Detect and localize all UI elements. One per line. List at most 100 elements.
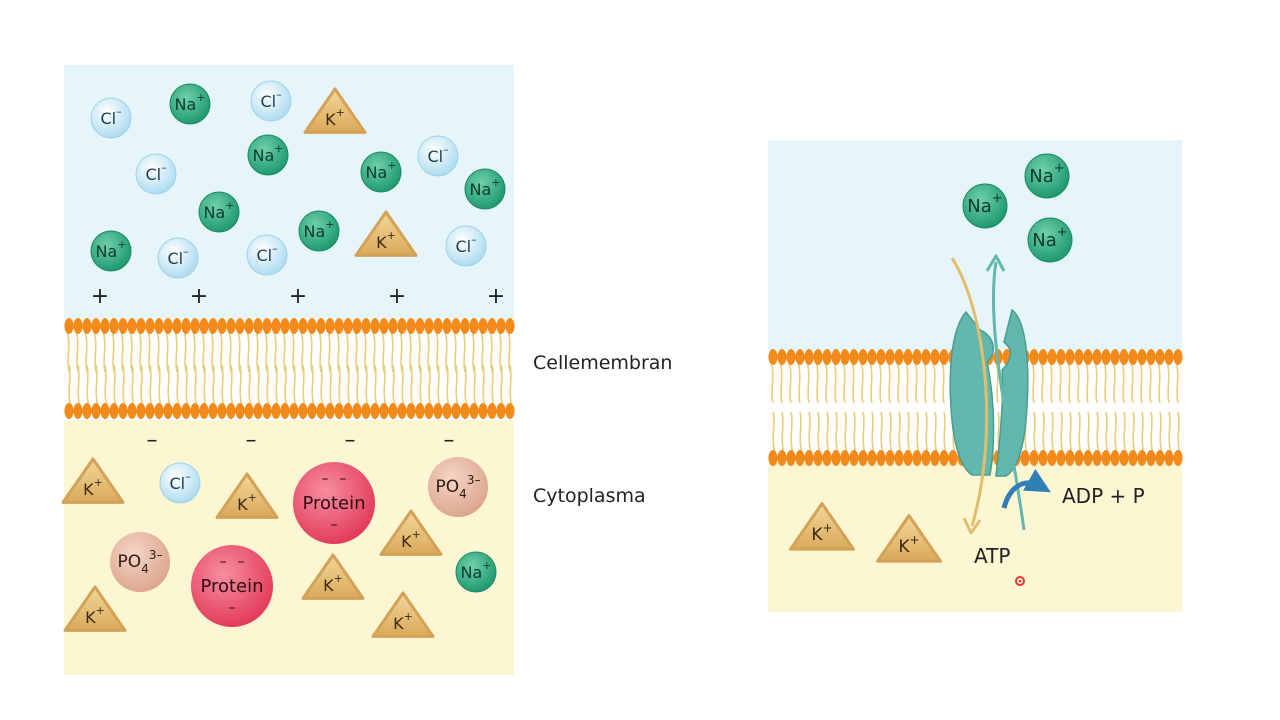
lipid-head [1146,349,1156,365]
lipid-head [415,318,425,334]
lipid-tail [923,362,927,404]
chloride-ion-label: Cl– [145,161,166,184]
lipid-tail [862,411,866,453]
lipid-head [100,318,110,334]
lipid-tail [1148,362,1152,404]
atp-label: ATP [974,544,1010,568]
right-panel: Na+Na+Na+K+K+ ADP + P ATP [768,140,1183,612]
lipid-tail [898,411,902,453]
sodium-ion-label: Na+ [175,91,206,114]
lipid-tail [95,364,99,406]
lipid-tail [203,364,207,406]
potassium-ion [301,553,365,600]
lipid-head [109,403,119,419]
lipid-tail [374,364,378,406]
lipid-head [948,450,958,466]
lipid-tail [808,411,812,453]
negative-charge: – [444,428,455,453]
protein-charge: – [238,554,245,570]
left-panel: Cl–Na+Cl–K+Cl–Na+Na+Cl–Na+Na+Na+K+Na+Cl–… [61,65,515,675]
lipid-tail [149,364,153,406]
lipid-head [921,450,931,466]
potassium-ion [354,210,418,257]
sodium-ion-label: Na+ [204,199,235,222]
sodium-ion [1024,153,1070,199]
lipid-tail [1141,411,1145,453]
lipid-tail [318,331,322,373]
lipid-head [73,318,83,334]
lipid-tail [282,331,286,373]
lipid-tail [176,364,180,406]
lipid-head [226,318,236,334]
lipid-head [406,403,416,419]
potassium-ion-label: K+ [811,521,832,545]
lipid-tail [482,364,486,406]
lipid-head [397,318,407,334]
lipid-head [451,318,461,334]
lipid-head [1074,349,1084,365]
sodium-ion-label: Na+ [461,559,492,582]
lipid-head [154,318,164,334]
lipid-tail [824,362,828,404]
lipid-tail [228,331,232,373]
lipid-head [379,403,389,419]
potassium-ion [789,502,855,551]
protein-charge: – [340,471,347,487]
lipid-tail [1112,362,1116,404]
lipid-head [1119,450,1129,466]
lipid-head [163,403,173,419]
lipid-tail [239,364,243,406]
lipid-head [307,403,317,419]
lipid-head [831,450,841,466]
lipid-head [858,349,868,365]
lipid-head [1155,450,1165,466]
lipid-tail [1139,362,1143,404]
chloride-ion [157,237,199,279]
lipid-tail [1076,362,1080,404]
lipid-tail [1177,411,1181,453]
lipid-tail [300,331,304,373]
lipid-head [334,318,344,334]
lipid-tail [66,331,70,373]
lipid-head [831,349,841,365]
chloride-ion-label: Cl– [169,470,190,493]
lipid-head [768,450,778,466]
lipid-tail [365,364,369,406]
lipid-tail [408,331,412,373]
lipid-tail [916,411,920,453]
chloride-ion [135,153,177,195]
lipid-head [100,403,110,419]
lipid-head [172,318,182,334]
lipid-tail [401,364,405,406]
lipid-head [1155,349,1165,365]
lipid-head [1164,450,1174,466]
lipid-head [1047,450,1057,466]
lipid-head [82,403,92,419]
lipid-head [813,349,823,365]
lipid-tail [869,362,873,404]
lipid-tail [500,364,504,406]
lipid-head [1164,349,1174,365]
lipid-head [921,349,931,365]
lipid-tail [93,331,97,373]
lipid-tail [1067,362,1071,404]
lipid-head [127,403,137,419]
lipid-head [930,349,940,365]
lipid-head [804,349,814,365]
lipid-tail [806,362,810,404]
lipid-head [1038,450,1048,466]
lipid-tail [329,364,333,406]
lipid-tail [156,331,160,373]
lipid-tail [338,364,342,406]
chloride-ion-label: Cl– [167,245,188,268]
lipid-tail [293,364,297,406]
lipid-head [885,450,895,466]
lipid-head [795,349,805,365]
protein-charge: – [331,517,338,533]
lipid-head [352,318,362,334]
lipid-head [1137,450,1147,466]
lipid-head [1137,349,1147,365]
lipid-tail [399,331,403,373]
lipid-head [1110,450,1120,466]
lipid-tail [1078,411,1082,453]
